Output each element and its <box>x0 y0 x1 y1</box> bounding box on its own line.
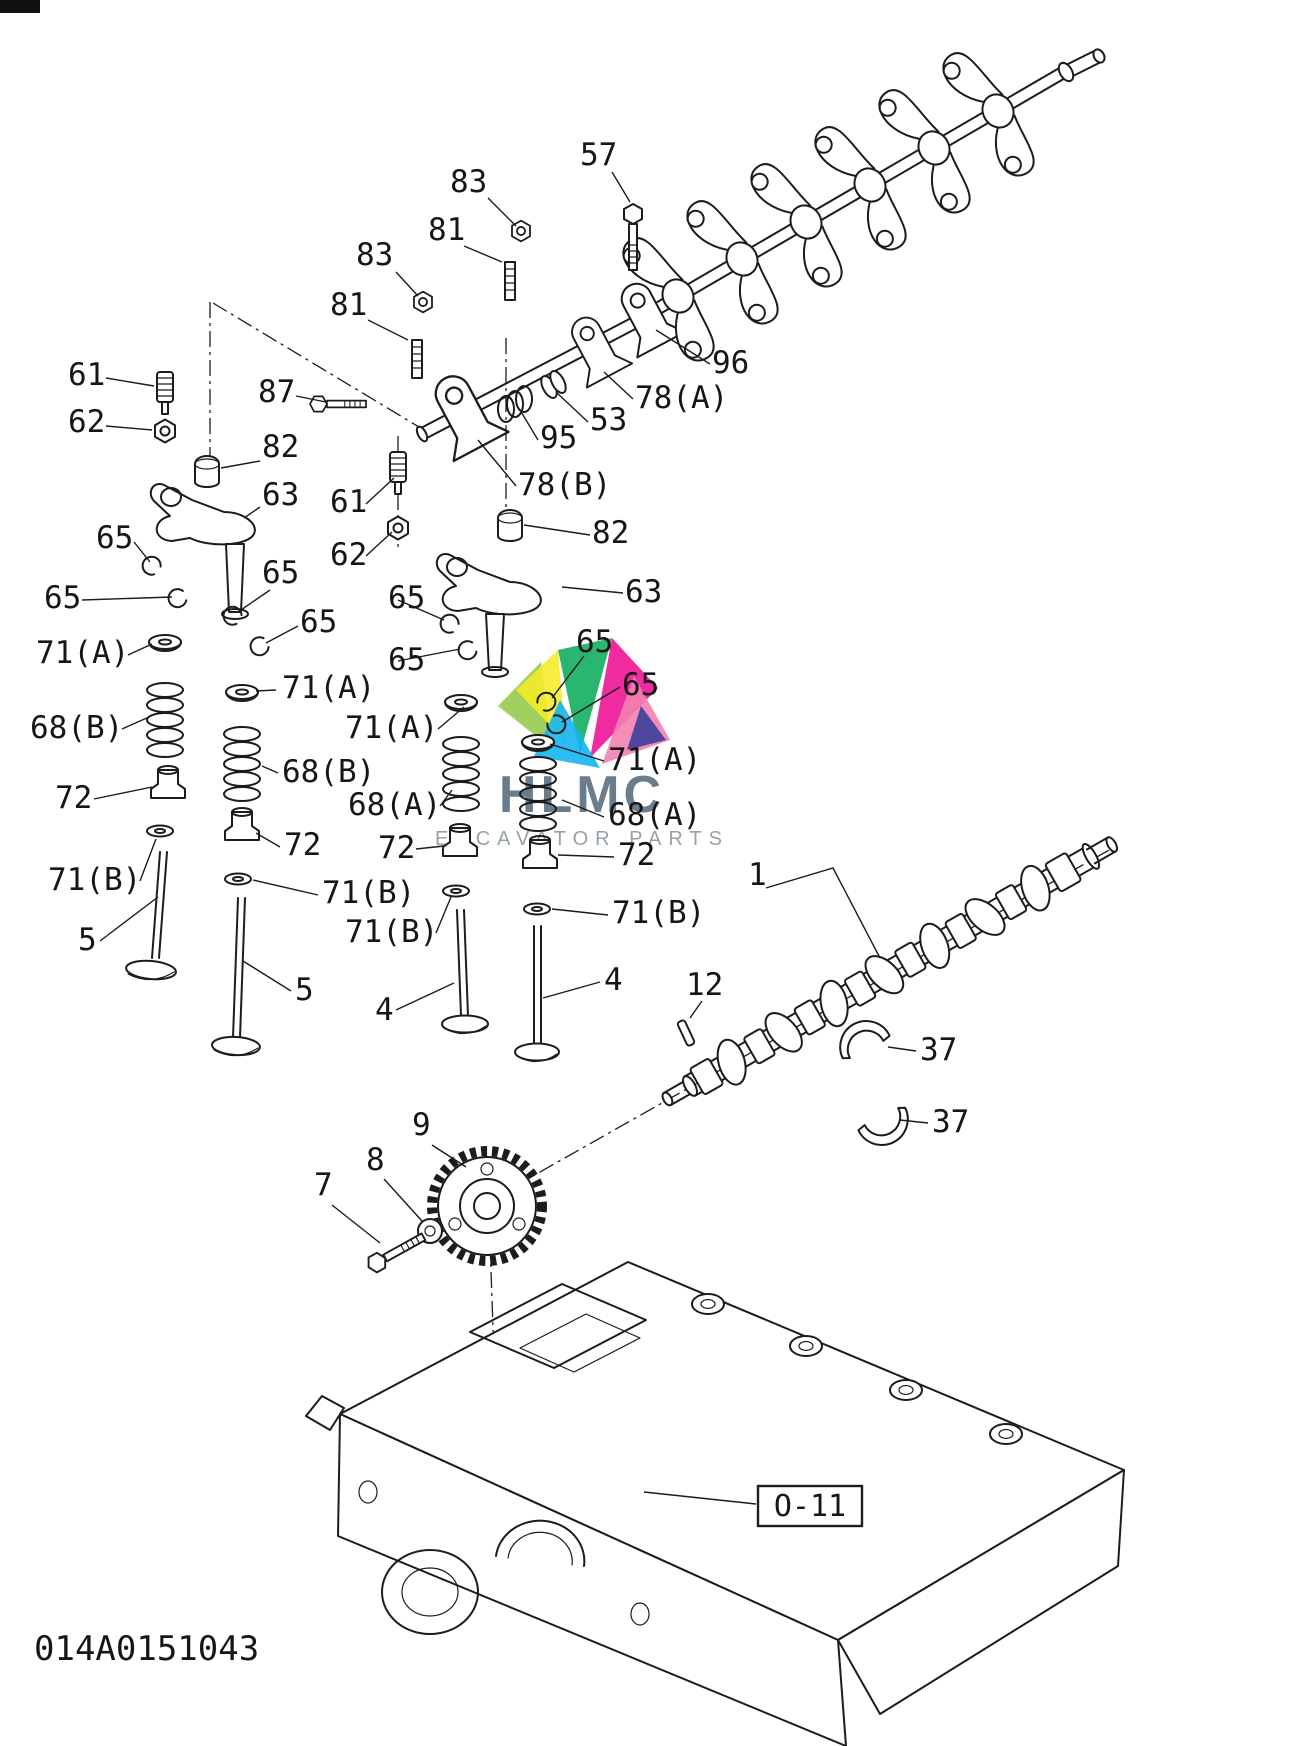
cap-82-drawing <box>497 509 523 542</box>
drawing-number: 014A0151043 <box>34 1629 259 1669</box>
gear-bolt-drawing <box>363 1228 429 1276</box>
scan-artifact <box>0 0 40 13</box>
watermark-triangle <box>534 700 600 768</box>
bracket-78a-drawing <box>556 306 634 389</box>
part-label: 71(B) <box>322 875 415 911</box>
watermark-subtitle: EXCAVATOR PARTS <box>435 828 729 850</box>
rocker-shaft-lower-drawing <box>415 306 644 463</box>
watermark-triangle <box>558 638 612 754</box>
part-label: 82 <box>262 429 299 465</box>
adjusting-screw-61-drawing <box>156 371 174 415</box>
rocker-shaft-assembly-drawing <box>604 40 1106 371</box>
part-label: 83 <box>356 237 393 273</box>
bearing-shells-drawing <box>835 1016 913 1150</box>
part-label: 71(A) <box>608 742 701 778</box>
watermark-triangle <box>627 706 666 750</box>
part-label: 63 <box>625 574 662 610</box>
part-label: 65 <box>388 580 425 616</box>
part-label: 68(A) <box>348 787 441 823</box>
part-label: 37 <box>932 1104 969 1140</box>
watermark: HLMC EXCAVATOR PARTS <box>435 638 729 850</box>
part-label: 71(B) <box>345 914 438 950</box>
part-label: 95 <box>540 420 577 456</box>
part-label: 53 <box>590 402 627 438</box>
part-label: 68(B) <box>282 754 375 790</box>
bolt-87-drawing <box>309 395 367 413</box>
part-label: 71(A) <box>282 670 375 706</box>
cap-82-drawing <box>194 455 220 488</box>
part-label: 4 <box>604 962 623 998</box>
part-label: 7 <box>314 1167 333 1203</box>
part-label: 61 <box>330 484 367 520</box>
shaft-spacer-drawing <box>540 370 567 399</box>
part-label: 81 <box>428 212 465 248</box>
part-label: 65 <box>262 555 299 591</box>
leader-lines <box>81 171 929 1505</box>
part-label: 71(A) <box>36 635 129 671</box>
pin-drawing <box>676 1019 696 1047</box>
shaft-spring-drawing <box>497 385 533 423</box>
valves-drawing <box>125 851 560 1063</box>
stud-81-drawing <box>411 339 423 379</box>
part-label: 72 <box>618 837 655 873</box>
part-label: 68(A) <box>608 797 701 833</box>
part-label: 83 <box>450 164 487 200</box>
part-label: 65 <box>388 642 425 678</box>
part-label: 72 <box>378 830 415 866</box>
part-label: 71(B) <box>48 862 141 898</box>
part-label: 1 <box>748 857 767 893</box>
part-label: 57 <box>580 137 617 173</box>
part-label: 5 <box>295 972 314 1008</box>
part-label: 72 <box>55 780 92 816</box>
part-label: 37 <box>920 1032 957 1068</box>
part-label: 68(B) <box>30 710 123 746</box>
part-label: 5 <box>78 922 97 958</box>
part-label: 81 <box>330 287 367 323</box>
part-label: 82 <box>592 515 629 551</box>
reference-label: O-11 <box>774 1489 846 1524</box>
part-label: 8 <box>366 1142 385 1178</box>
cam-gear-drawing <box>427 1146 547 1266</box>
part-label: 4 <box>375 992 394 1028</box>
part-label: 61 <box>68 357 105 393</box>
part-label: 65 <box>576 624 613 660</box>
reference-box: O-11 <box>756 1484 864 1528</box>
camshaft-drawing <box>661 836 1119 1107</box>
part-label: 78(A) <box>635 380 728 416</box>
bracket-78b-drawing <box>416 362 510 463</box>
rocker-arm-left-drawing <box>149 483 256 620</box>
nut-62-drawing <box>387 515 409 541</box>
part-label: 71(A) <box>345 710 438 746</box>
part-label: 62 <box>68 404 105 440</box>
watermark-triangle <box>590 638 658 758</box>
part-label: 96 <box>712 345 749 381</box>
part-label: 71(B) <box>612 895 705 931</box>
part-label: 12 <box>686 967 723 1003</box>
stud-81-drawing <box>504 261 516 301</box>
part-label: 9 <box>412 1107 431 1143</box>
adjusting-screw-61-drawing <box>389 451 407 495</box>
part-label: 78(B) <box>518 467 611 503</box>
part-label: 63 <box>262 477 299 513</box>
watermark-triangles <box>498 638 670 768</box>
part-label: 65 <box>622 667 659 703</box>
rocker-arm-center-drawing <box>435 553 542 678</box>
part-label: 72 <box>284 827 321 863</box>
construction-lines <box>209 302 1119 1441</box>
cylinder-head-drawing <box>305 1261 1125 1746</box>
nut-62-drawing <box>154 418 176 444</box>
part-label: 65 <box>96 520 133 556</box>
part-label: 65 <box>300 604 337 640</box>
part-label: 87 <box>258 374 295 410</box>
part-label: 62 <box>330 537 367 573</box>
part-label: 65 <box>44 580 81 616</box>
